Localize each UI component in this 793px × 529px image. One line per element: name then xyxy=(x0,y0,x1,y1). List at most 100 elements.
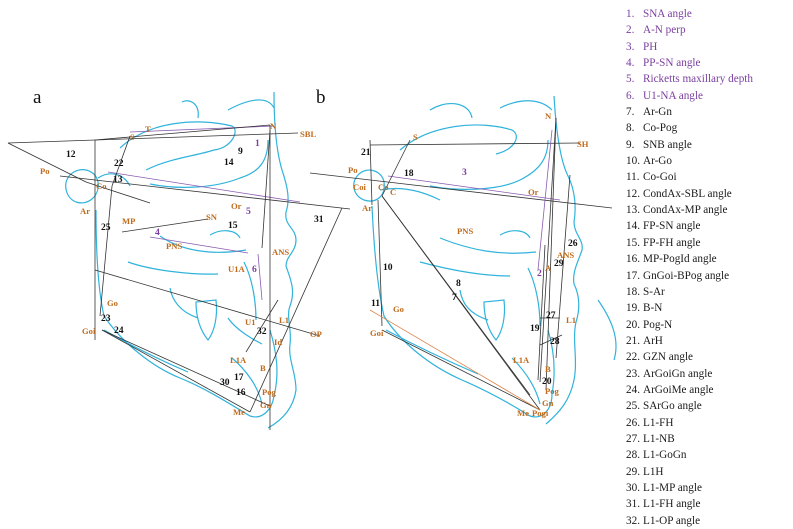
b-landmark-Go: Go xyxy=(393,304,404,314)
b-num-28: 28 xyxy=(550,336,560,347)
a-num-9: 9 xyxy=(238,146,243,157)
legend-item-label: L1H xyxy=(643,465,664,478)
b-landmark-Pogi: Pogi xyxy=(532,408,549,418)
legend-item-label: SNB angle xyxy=(643,138,692,151)
legend-item-label: U1-NA angle xyxy=(643,89,703,102)
b-landmark-Po: Po xyxy=(348,165,358,175)
a-landmark-L1A: L1A xyxy=(230,355,247,365)
legend-item-label: PP-SN angle xyxy=(643,57,701,70)
legend-item-label: Co-Pog xyxy=(643,122,678,135)
a-landmark-N: N xyxy=(270,121,277,131)
legend-item-label: Ar-Go xyxy=(643,155,672,168)
a-landmark-Gn: Gn xyxy=(260,400,272,410)
a-landmark-Go: Go xyxy=(107,298,118,308)
a-landmark-Me: Me xyxy=(233,407,245,417)
b-landmark-L1A: L1A xyxy=(513,355,530,365)
a-landmark-B: B xyxy=(260,363,266,373)
legend-item-number: 4. xyxy=(626,57,635,70)
b-num-2: 2 xyxy=(537,268,542,279)
legend-item-label: Pog-N xyxy=(643,318,673,331)
legend-item-label: GnGoi-BPog angle xyxy=(643,269,730,282)
legend-item: 20.Pog-N xyxy=(626,317,791,333)
legend-item-number: 9. xyxy=(626,138,635,151)
legend-item: 23.ArGoiGn angle xyxy=(626,366,791,382)
legend-item-number: 16. xyxy=(626,253,640,266)
legend-item: 2.A-N perp xyxy=(626,22,791,38)
a-num-14: 14 xyxy=(224,157,234,168)
b-landmark-A: A xyxy=(545,263,552,273)
b-num-21: 21 xyxy=(361,147,371,158)
legend-item-number: 20. xyxy=(626,318,640,331)
legend-item-label: FP-FH angle xyxy=(643,236,701,249)
a-landmark-ANS: ANS xyxy=(272,247,289,257)
legend-item-label: SArGo angle xyxy=(643,400,702,413)
legend-item: 3. PH xyxy=(626,39,791,55)
legend-item-number: 12. xyxy=(626,187,640,200)
legend-item-number: 1. xyxy=(626,8,635,20)
b-landmark-L1: L1 xyxy=(566,315,576,325)
a-num-30: 30 xyxy=(220,377,230,388)
a-num-17: 17 xyxy=(234,372,244,383)
b-num-8: 8 xyxy=(456,278,461,289)
a-landmark-U1A: U1A xyxy=(228,264,246,274)
legend-item-label: L1-OP angle xyxy=(643,514,701,527)
a-landmark-SBL: SBL xyxy=(300,129,317,139)
panel-a-lines xyxy=(7,124,351,430)
legend-item-number: 5. xyxy=(626,73,635,86)
legend-item-label: PH xyxy=(643,40,658,53)
legend-item-number: 19. xyxy=(626,302,640,315)
b-num-7: 7 xyxy=(452,292,457,303)
legend-item: 18.S-Ar xyxy=(626,284,791,300)
legend-item: 19.B-N xyxy=(626,300,791,316)
panel-a-landmarks: S T N SBL Po Co Ar MP SN Or PNS ANS U1A … xyxy=(40,121,322,417)
a-landmark-Goi: Goi xyxy=(82,326,96,336)
legend-item: 16.MP-PogId angle xyxy=(626,251,791,267)
legend-item: 24.ArGoiMe angle xyxy=(626,382,791,398)
b-num-18: 18 xyxy=(404,168,414,179)
legend-item-label: Co-Goi xyxy=(643,171,677,184)
a-landmark-MP: MP xyxy=(122,216,135,226)
a-num-32: 32 xyxy=(257,326,267,337)
legend-item-number: 24. xyxy=(626,383,640,396)
legend-item-number: 30. xyxy=(626,481,640,494)
legend-item: 32.L1-OP angle xyxy=(626,513,791,529)
a-landmark-SN: SN xyxy=(206,212,218,222)
legend-item: 27.L1-NB xyxy=(626,431,791,447)
a-landmark-Co: Co xyxy=(96,181,107,191)
b-num-10: 10 xyxy=(383,262,393,273)
legend-item: 10.Ar-Go xyxy=(626,153,791,169)
legend-item-number: 32. xyxy=(626,514,640,527)
a-landmark-Ar: Ar xyxy=(80,206,90,216)
a-num-31: 31 xyxy=(314,214,324,225)
legend-item-label: L1-MP angle xyxy=(643,481,702,494)
legend-item-label: A-N perp xyxy=(643,24,686,37)
b-num-26: 26 xyxy=(568,238,578,249)
panel-b-lines xyxy=(309,117,613,411)
b-landmark-Co: Co xyxy=(378,182,389,192)
legend-item-number: 27. xyxy=(626,432,640,445)
legend-item-label: S-Ar xyxy=(643,285,665,298)
a-num-1: 1 xyxy=(255,138,260,149)
panel-b-letter: b xyxy=(316,87,326,108)
legend-item-number: 13. xyxy=(626,204,640,217)
legend-item-label: MP-PogId angle xyxy=(643,253,717,266)
a-landmark-U1: U1 xyxy=(245,317,256,327)
a-landmark-OP: OP xyxy=(310,329,322,339)
a-num-22: 22 xyxy=(114,158,124,169)
legend-item: 17.GnGoi-BPog angle xyxy=(626,268,791,284)
legend-item: 21.ArH xyxy=(626,333,791,349)
legend-item-label: ArH xyxy=(643,334,663,347)
legend-item: 13.CondAx-MP angle xyxy=(626,202,791,218)
legend-item-label: ArGoiMe angle xyxy=(643,383,714,396)
legend-item-number: 14. xyxy=(626,220,640,233)
legend-item: 14.FP-SN angle xyxy=(626,218,791,234)
legend-item-number: 3. xyxy=(626,40,635,53)
b-landmark-Or: Or xyxy=(528,187,539,197)
b-num-19: 19 xyxy=(530,323,540,334)
legend-item-number: 17. xyxy=(626,269,640,282)
legend-item: 22.GZN angle xyxy=(626,349,791,365)
legend-item: 1.SNA angle xyxy=(626,6,791,22)
legend-item: 7.Ar-Gn xyxy=(626,104,791,120)
legend-item-number: 21. xyxy=(626,334,640,347)
